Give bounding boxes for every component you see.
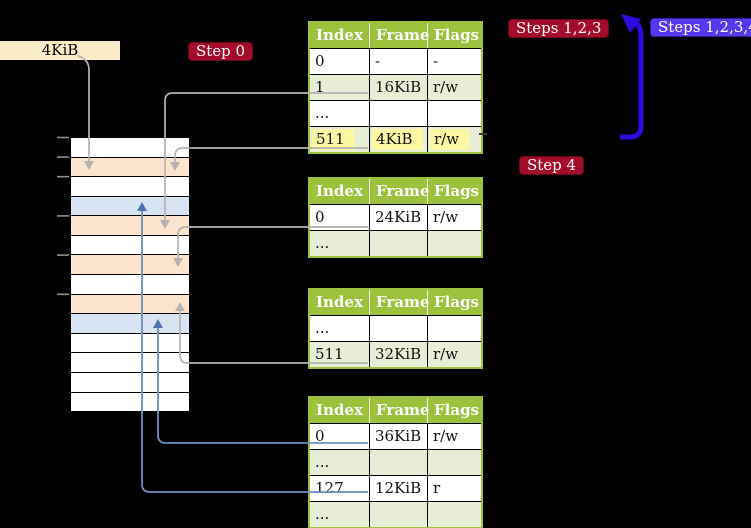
table-cell: 511: [315, 345, 344, 363]
column-header-flags: Flags: [427, 398, 481, 423]
column-header-flags: Flags: [427, 290, 481, 315]
memory-row-13-white: [71, 391, 189, 412]
memory-row-2-white: [71, 176, 189, 196]
memory-row-7-white: [71, 274, 189, 294]
table-cell: r: [427, 476, 481, 501]
table-cell: [369, 316, 427, 341]
table-cell: r/w: [427, 127, 481, 152]
table-cell: 127: [315, 479, 344, 497]
memory-row-3-blue: [71, 195, 189, 216]
memory-row-11-white: [71, 352, 189, 372]
table-cell: ...: [315, 505, 330, 523]
table-cell: 12KiB: [369, 476, 427, 501]
table-cell: ...: [315, 319, 330, 337]
physical-memory-column: [69, 136, 191, 413]
table-row: ...: [310, 501, 481, 527]
table-cell: [369, 450, 427, 475]
memory-row-8-peach: [71, 293, 189, 314]
table-row: 0 --: [310, 48, 481, 74]
table-cell: r/w: [427, 205, 481, 230]
table-cell: 1: [315, 78, 325, 96]
column-header-frame: Frame: [369, 23, 429, 48]
table-cell: [427, 231, 481, 256]
column-header-frame: Frame: [369, 398, 429, 423]
badge-steps-1-2-3-4: Steps 1,2,3,4: [650, 18, 751, 37]
table-cell: 16KiB: [369, 75, 427, 100]
table-cell: r/w: [427, 75, 481, 100]
table-cell: 36KiB: [369, 424, 427, 449]
table-cell: [369, 502, 427, 527]
highlighted-value: 511: [312, 129, 355, 150]
column-header-frame: Frame: [369, 290, 429, 315]
memory-tick-marks: [57, 136, 69, 296]
table-cell: 0: [315, 208, 325, 226]
badge-steps-1-2-3: Steps 1,2,3: [508, 19, 610, 38]
table-cell: 4KiB: [369, 127, 427, 152]
table-cell: r/w: [427, 342, 481, 367]
table-cell: 511: [310, 127, 369, 152]
table-cell: ...: [315, 234, 330, 252]
table-cell: [427, 316, 481, 341]
table-cell: [369, 231, 427, 256]
table-cell: [427, 502, 481, 527]
table-cell: 32KiB: [369, 342, 427, 367]
table-cell: ...: [315, 104, 330, 122]
memory-row-12-white: [71, 371, 189, 392]
badge-step-0: Step 0: [188, 42, 254, 61]
table-row: ...: [310, 315, 481, 341]
highlighted-value: r/w: [430, 129, 470, 150]
column-header-index: Index: [316, 401, 363, 419]
table-row: ...: [310, 230, 481, 256]
column-header-index: Index: [316, 182, 363, 200]
table-cell: [427, 101, 481, 126]
memory-row-6-peach: [71, 254, 189, 275]
table-cell: r/w: [427, 424, 481, 449]
column-header-flags: Flags: [427, 23, 481, 48]
memory-row-5-white: [71, 234, 189, 255]
table-row: ...: [310, 100, 481, 126]
table-cell: [427, 450, 481, 475]
memory-row-1-peach: [71, 156, 189, 177]
table-row: ...: [310, 449, 481, 475]
table-cell: 24KiB: [369, 205, 427, 230]
table-cell: 0: [315, 427, 325, 445]
recursive-loop-arrow: [620, 14, 644, 140]
memory-row-0-white: [71, 138, 189, 157]
table-row: 511 4KiB r/w: [310, 126, 481, 152]
table-cell: ...: [315, 453, 330, 471]
table-cell: [369, 101, 427, 126]
column-header-frame: Frame: [369, 179, 429, 204]
badge-step-4: Step 4: [519, 156, 585, 175]
table-cell: -: [369, 49, 427, 74]
table-cell: -: [427, 49, 481, 74]
memory-row-10-white: [71, 332, 189, 353]
memory-row-4-peach: [71, 215, 189, 235]
column-header-index: Index: [316, 293, 363, 311]
table-cell: 0: [315, 52, 325, 70]
column-header-flags: Flags: [427, 179, 481, 204]
highlighted-value: 4KiB: [372, 129, 423, 150]
column-header-index: Index: [316, 26, 363, 44]
frame-size-label: 4KiB: [0, 41, 120, 60]
memory-row-9-blue: [71, 313, 189, 333]
